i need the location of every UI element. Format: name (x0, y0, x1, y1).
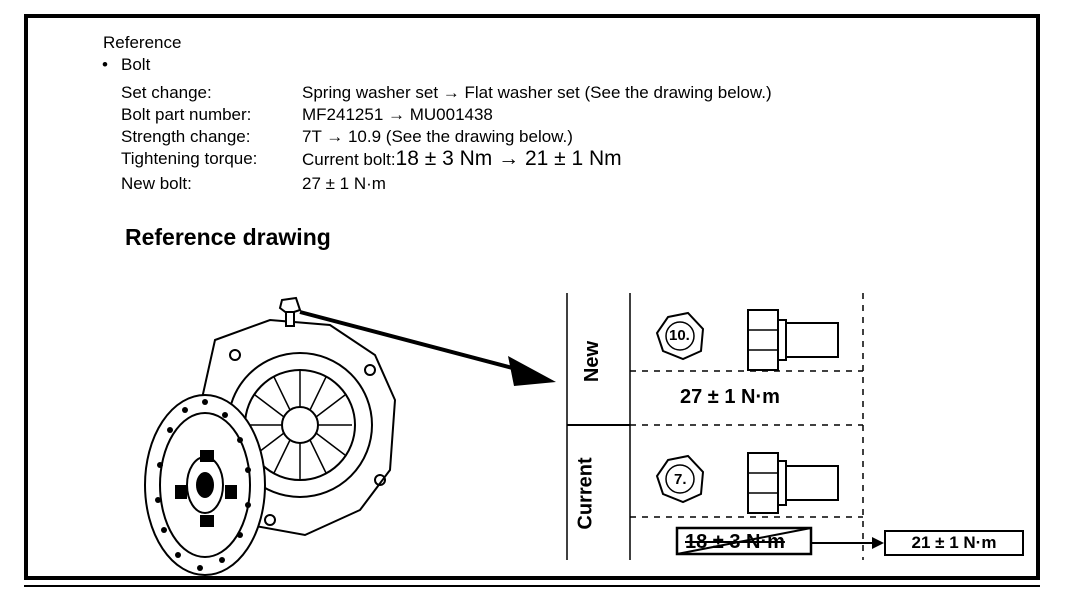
drawing-heading: Reference drawing (125, 224, 331, 250)
bolt-item-title: Bolt (121, 55, 151, 74)
small-bolt-icon (278, 296, 302, 327)
part-number-value: MF241251 → MU001438 (302, 105, 493, 124)
new-torque-value: 27 ± 1 N·m (680, 386, 780, 408)
strength-change-value: 7T → 10.9 (See the drawing below.) (302, 127, 573, 146)
tightening-torque-label: Tightening torque: (121, 149, 258, 168)
tightening-torque-value: Current bolt:18 ± 3 Nm → 21 ± 1 Nm (302, 147, 622, 170)
strength-change-label: Strength change: (121, 127, 251, 146)
current-strength-mark: 7. (674, 471, 687, 488)
new-strength-mark: 10. (669, 327, 690, 344)
torque-change-text: 18 ± 3 Nm → 21 ± 1 Nm (395, 147, 622, 170)
set-change-value: Spring washer set → Flat washer set (See… (302, 83, 772, 102)
bottom-rule (24, 585, 1040, 587)
clutch-assembly-illustration (144, 296, 397, 576)
reference-heading: Reference (103, 33, 182, 52)
set-change-label: Set change: (121, 83, 212, 102)
current-bolt-prefix: Current bolt: (302, 150, 396, 169)
new-bolt-label: New bolt: (121, 174, 192, 193)
new-bolt-value: 27 ± 1 N·m (302, 174, 386, 193)
bolt-comparison-table (566, 293, 864, 560)
updated-torque-box: 21 ± 1 N·m (884, 530, 1024, 556)
new-row-label: New (581, 340, 604, 383)
bullet-mark: • (102, 55, 108, 74)
part-number-label: Bolt part number: (121, 105, 252, 124)
updated-torque-value: 21 ± 1 N·m (911, 533, 997, 552)
current-torque-value: 18 ± 3 N·m (685, 531, 785, 553)
current-row-label: Current (574, 457, 597, 530)
